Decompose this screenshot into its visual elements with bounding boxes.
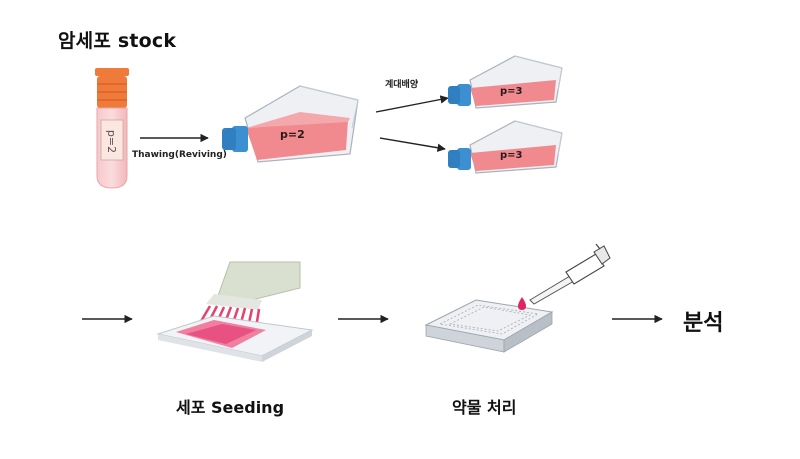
- flask-main-label: p=2: [280, 128, 305, 141]
- pipette-icon: [529, 243, 611, 305]
- diagram-title: 암세포 stock: [58, 30, 177, 52]
- vial-label: p=2: [105, 129, 119, 153]
- flask-top-label: p=3: [500, 86, 523, 97]
- culture-flask-top-icon: [448, 55, 563, 109]
- cryovial-icon: [95, 68, 129, 189]
- arrow-passage-top: [375, 95, 449, 113]
- culture-flask-bottom-icon: [448, 120, 563, 174]
- analysis-label: 분석: [683, 311, 724, 336]
- drug-drop-icon: [518, 297, 526, 310]
- culture-flask-main-icon: [222, 85, 359, 163]
- seeding-label: 세포 Seeding: [176, 398, 285, 417]
- passage-label: 계대배양: [385, 80, 419, 90]
- flask-bottom-label: p=3: [500, 150, 523, 161]
- arrow-passage-bottom: [379, 137, 446, 152]
- well-plate-seeding-icon: [156, 315, 314, 362]
- vial-label-container: p=2: [98, 124, 126, 158]
- drug-treatment-label: 약물 처리: [452, 398, 517, 417]
- thaw-label: Thawing(Reviving): [132, 150, 227, 160]
- well-plate-drug-icon: [424, 299, 554, 353]
